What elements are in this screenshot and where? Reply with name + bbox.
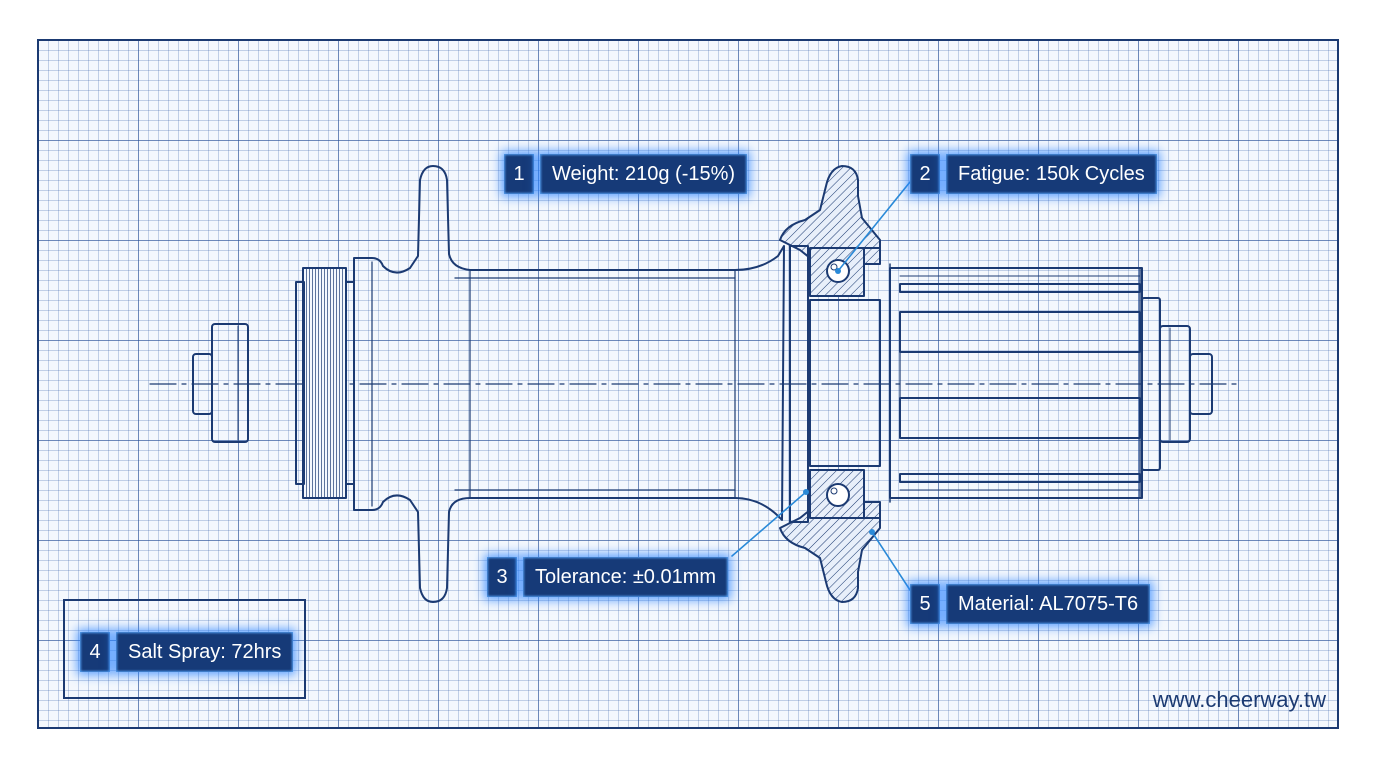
- callout-number: 1: [504, 154, 534, 194]
- right-flange-top: [779, 165, 881, 263]
- callout-label: Weight: 210g (-15%): [540, 154, 748, 194]
- callout-number: 3: [487, 557, 517, 597]
- callout-label: Tolerance: ±0.01mm: [523, 557, 729, 597]
- salt-spray-frame: [63, 599, 306, 699]
- bearing-ball-bottom: [826, 483, 850, 507]
- callout-fatigue: 2 Fatigue: 150k Cycles: [910, 154, 1157, 194]
- left-flange: [353, 165, 785, 603]
- inner-sleeve: [789, 245, 809, 523]
- callout-material: 5 Material: AL7075-T6: [910, 584, 1151, 624]
- callout-number: 2: [910, 154, 940, 194]
- leader-5: [871, 531, 911, 591]
- callout-label: Material: AL7075-T6: [946, 584, 1151, 624]
- left-end-cap: [211, 323, 249, 443]
- rotor-spline: [302, 267, 347, 499]
- website-url[interactable]: www.cheerway.tw: [1152, 687, 1326, 712]
- leader-3: [731, 491, 807, 557]
- freehub-body: [889, 267, 1143, 499]
- callout-label: Salt Spray: 72hrs: [116, 632, 294, 672]
- callout-weight: 1 Weight: 210g (-15%): [504, 154, 748, 194]
- callout-number: 5: [910, 584, 940, 624]
- leader-2: [837, 181, 911, 272]
- callout-number: 4: [80, 632, 110, 672]
- callout-tolerance: 3 Tolerance: ±0.01mm: [487, 557, 729, 597]
- right-flange-bottom: [779, 505, 881, 603]
- right-axle-end: [1189, 353, 1213, 415]
- callout-salt-spray: 4 Salt Spray: 72hrs: [80, 632, 294, 672]
- callout-label: Fatigue: 150k Cycles: [946, 154, 1157, 194]
